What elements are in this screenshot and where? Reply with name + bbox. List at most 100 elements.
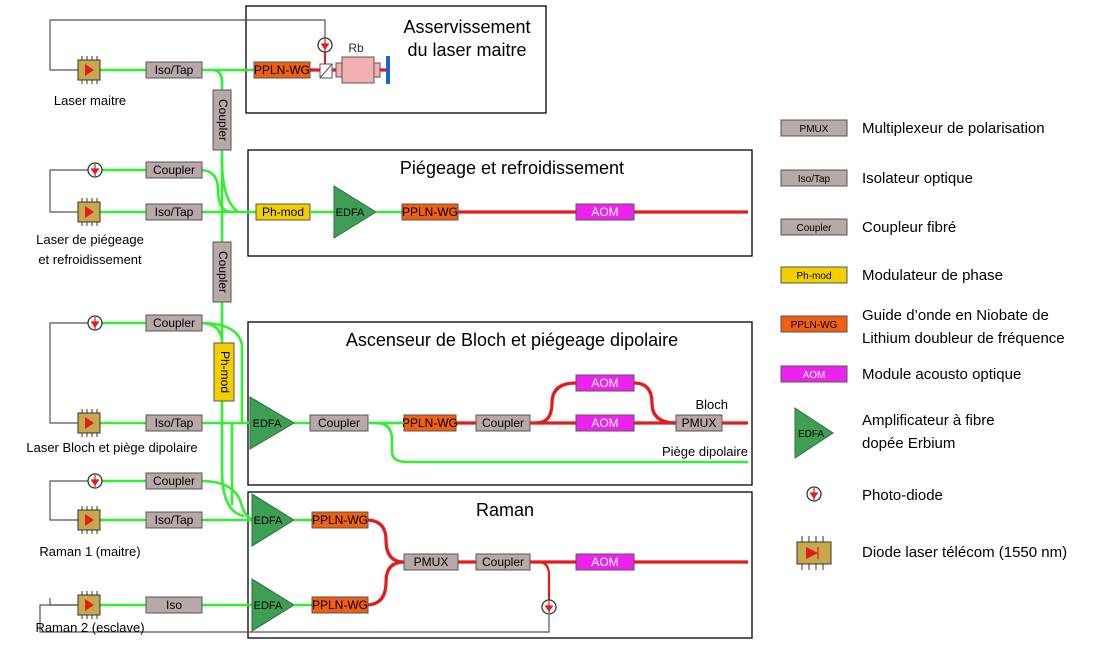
legend: PMUX Multiplexeur de polarisation Iso/Ta… <box>780 119 1067 570</box>
edfa-label: EDFA <box>254 600 283 612</box>
rb-cell <box>341 56 375 84</box>
pplnwg-label: PPLN-WG <box>312 513 368 527</box>
rb-label: Rb <box>348 41 364 55</box>
legend-pplnwg-badge: PPLN-WG <box>791 320 838 331</box>
phmod-vertical-box <box>213 342 235 402</box>
label-laser-cooling-2: et refroidissement <box>38 252 142 267</box>
isotap-label: Iso/Tap <box>155 63 194 77</box>
legend-laser-icon <box>796 536 832 570</box>
legend-phmod-badge: Ph-mod <box>796 271 831 282</box>
label-laser-bloch: Laser Bloch et piège dipolaire <box>26 440 197 455</box>
legend-laser-text: Diode laser télécom (1550 nm) <box>862 544 1067 561</box>
coupler-box <box>475 414 531 432</box>
laser-diode-raman1 <box>77 506 101 534</box>
coupler-label: Coupler <box>482 416 524 430</box>
coupler-vertical-label: Coupler <box>216 251 230 293</box>
legend-isotap-icon <box>780 169 848 187</box>
panel-bloch <box>247 321 753 486</box>
pplnwg-label: PPLN-WG <box>402 205 458 219</box>
panel-raman <box>247 491 753 639</box>
label-laser-master: Laser maitre <box>54 93 126 108</box>
edfa-amplifier <box>333 185 377 239</box>
doubled-light-lines <box>310 46 748 607</box>
edfa-amplifier <box>251 578 295 632</box>
legend-phmod-text: Modulateur de phase <box>862 267 1003 284</box>
phmod-vertical-label: Ph-mod <box>218 351 232 393</box>
coupler-box <box>145 314 203 332</box>
aom-label: AOM <box>591 416 618 430</box>
pplnwg-box <box>401 203 459 221</box>
pplnwg-label: PPLN-WG <box>312 598 368 612</box>
legend-coupler-badge: Coupler <box>796 223 832 234</box>
legend-isotap-badge: Iso/Tap <box>798 174 831 185</box>
pmux-box <box>403 553 459 571</box>
legend-phmod-icon <box>780 266 848 284</box>
legend-pplnwg-text-2: Lithium doubleur de fréquence <box>862 330 1065 347</box>
laser-diode-bloch <box>77 409 101 437</box>
legend-pmux-icon <box>780 119 848 137</box>
isotap-box <box>145 511 203 529</box>
isotap-label: Iso/Tap <box>155 513 194 527</box>
aom-label: AOM <box>591 205 618 219</box>
aom-box <box>575 414 635 432</box>
legend-edfa-badge: EDFA <box>798 429 824 440</box>
legend-aom-text: Module acousto optique <box>862 366 1021 383</box>
legend-photodiode-text: Photo-diode <box>862 487 943 504</box>
photodiode-icon <box>87 473 103 489</box>
legend-edfa-text-2: dopée Erbium <box>862 435 955 452</box>
pplnwg-box <box>311 511 369 529</box>
legend-edfa-icon <box>794 407 834 459</box>
legend-pmux-text: Multiplexeur de polarisation <box>862 120 1045 137</box>
coupler-label: Coupler <box>153 163 195 177</box>
pmux-label: PMUX <box>682 416 717 430</box>
master-lock-title-2: du laser maitre <box>407 40 526 60</box>
photodiode-icon <box>87 162 103 178</box>
photodiode-icon <box>317 37 333 53</box>
mirror <box>386 56 390 84</box>
legend-isotap-text: Isolateur optique <box>862 170 973 187</box>
photodiode-icon <box>541 599 557 615</box>
edfa-label: EDFA <box>253 418 282 430</box>
iso-label: Iso <box>166 598 182 612</box>
photodiode-icon <box>87 315 103 331</box>
bloch-title: Ascenseur de Bloch et piégeage dipolaire <box>346 330 678 350</box>
isotap-label: Iso/Tap <box>155 416 194 430</box>
pplnwg-box <box>311 596 369 614</box>
coupler-vertical-box <box>212 241 232 303</box>
coupler-label: Coupler <box>153 474 195 488</box>
coupler-box <box>145 161 203 179</box>
pplnwg-box <box>253 61 311 79</box>
coupler-box <box>475 553 531 571</box>
legend-pplnwg-icon <box>780 315 848 333</box>
aom-box <box>575 553 635 571</box>
isotap-label: Iso/Tap <box>155 205 194 219</box>
legend-pmux-badge: PMUX <box>800 124 829 135</box>
isotap-box <box>145 203 203 221</box>
panel-cooling <box>247 149 753 257</box>
legend-photodiode-icon <box>806 486 822 502</box>
master-lock-title-1: Asservissement <box>403 17 530 37</box>
legend-aom-icon <box>780 365 848 383</box>
label-laser-cooling-1: Laser de piégeage <box>36 232 144 247</box>
coupler-box <box>145 472 203 490</box>
isotap-box <box>145 414 203 432</box>
laser-diode-cooling <box>77 198 101 226</box>
legend-edfa-text-1: Amplificateur à fibre <box>862 412 995 429</box>
edfa-label: EDFA <box>336 207 365 219</box>
pplnwg-label: PPLN-WG <box>254 63 310 77</box>
coupler-label: Coupler <box>482 555 524 569</box>
raman-title: Raman <box>476 500 534 520</box>
isotap-box <box>145 61 203 79</box>
aom-label: AOM <box>591 376 618 390</box>
laser-diode-raman2 <box>77 591 101 619</box>
cooling-title: Piégeage et refroidissement <box>400 158 624 178</box>
bloch-output-label: Bloch <box>695 397 728 412</box>
laser-diode-master <box>77 56 101 84</box>
dipole-output-label: Piège dipolaire <box>662 444 748 459</box>
aom-box <box>575 374 635 392</box>
pmux-box <box>675 414 723 432</box>
label-laser-raman2: Raman 2 (esclave) <box>35 620 144 635</box>
coupler-label: Coupler <box>318 416 360 430</box>
